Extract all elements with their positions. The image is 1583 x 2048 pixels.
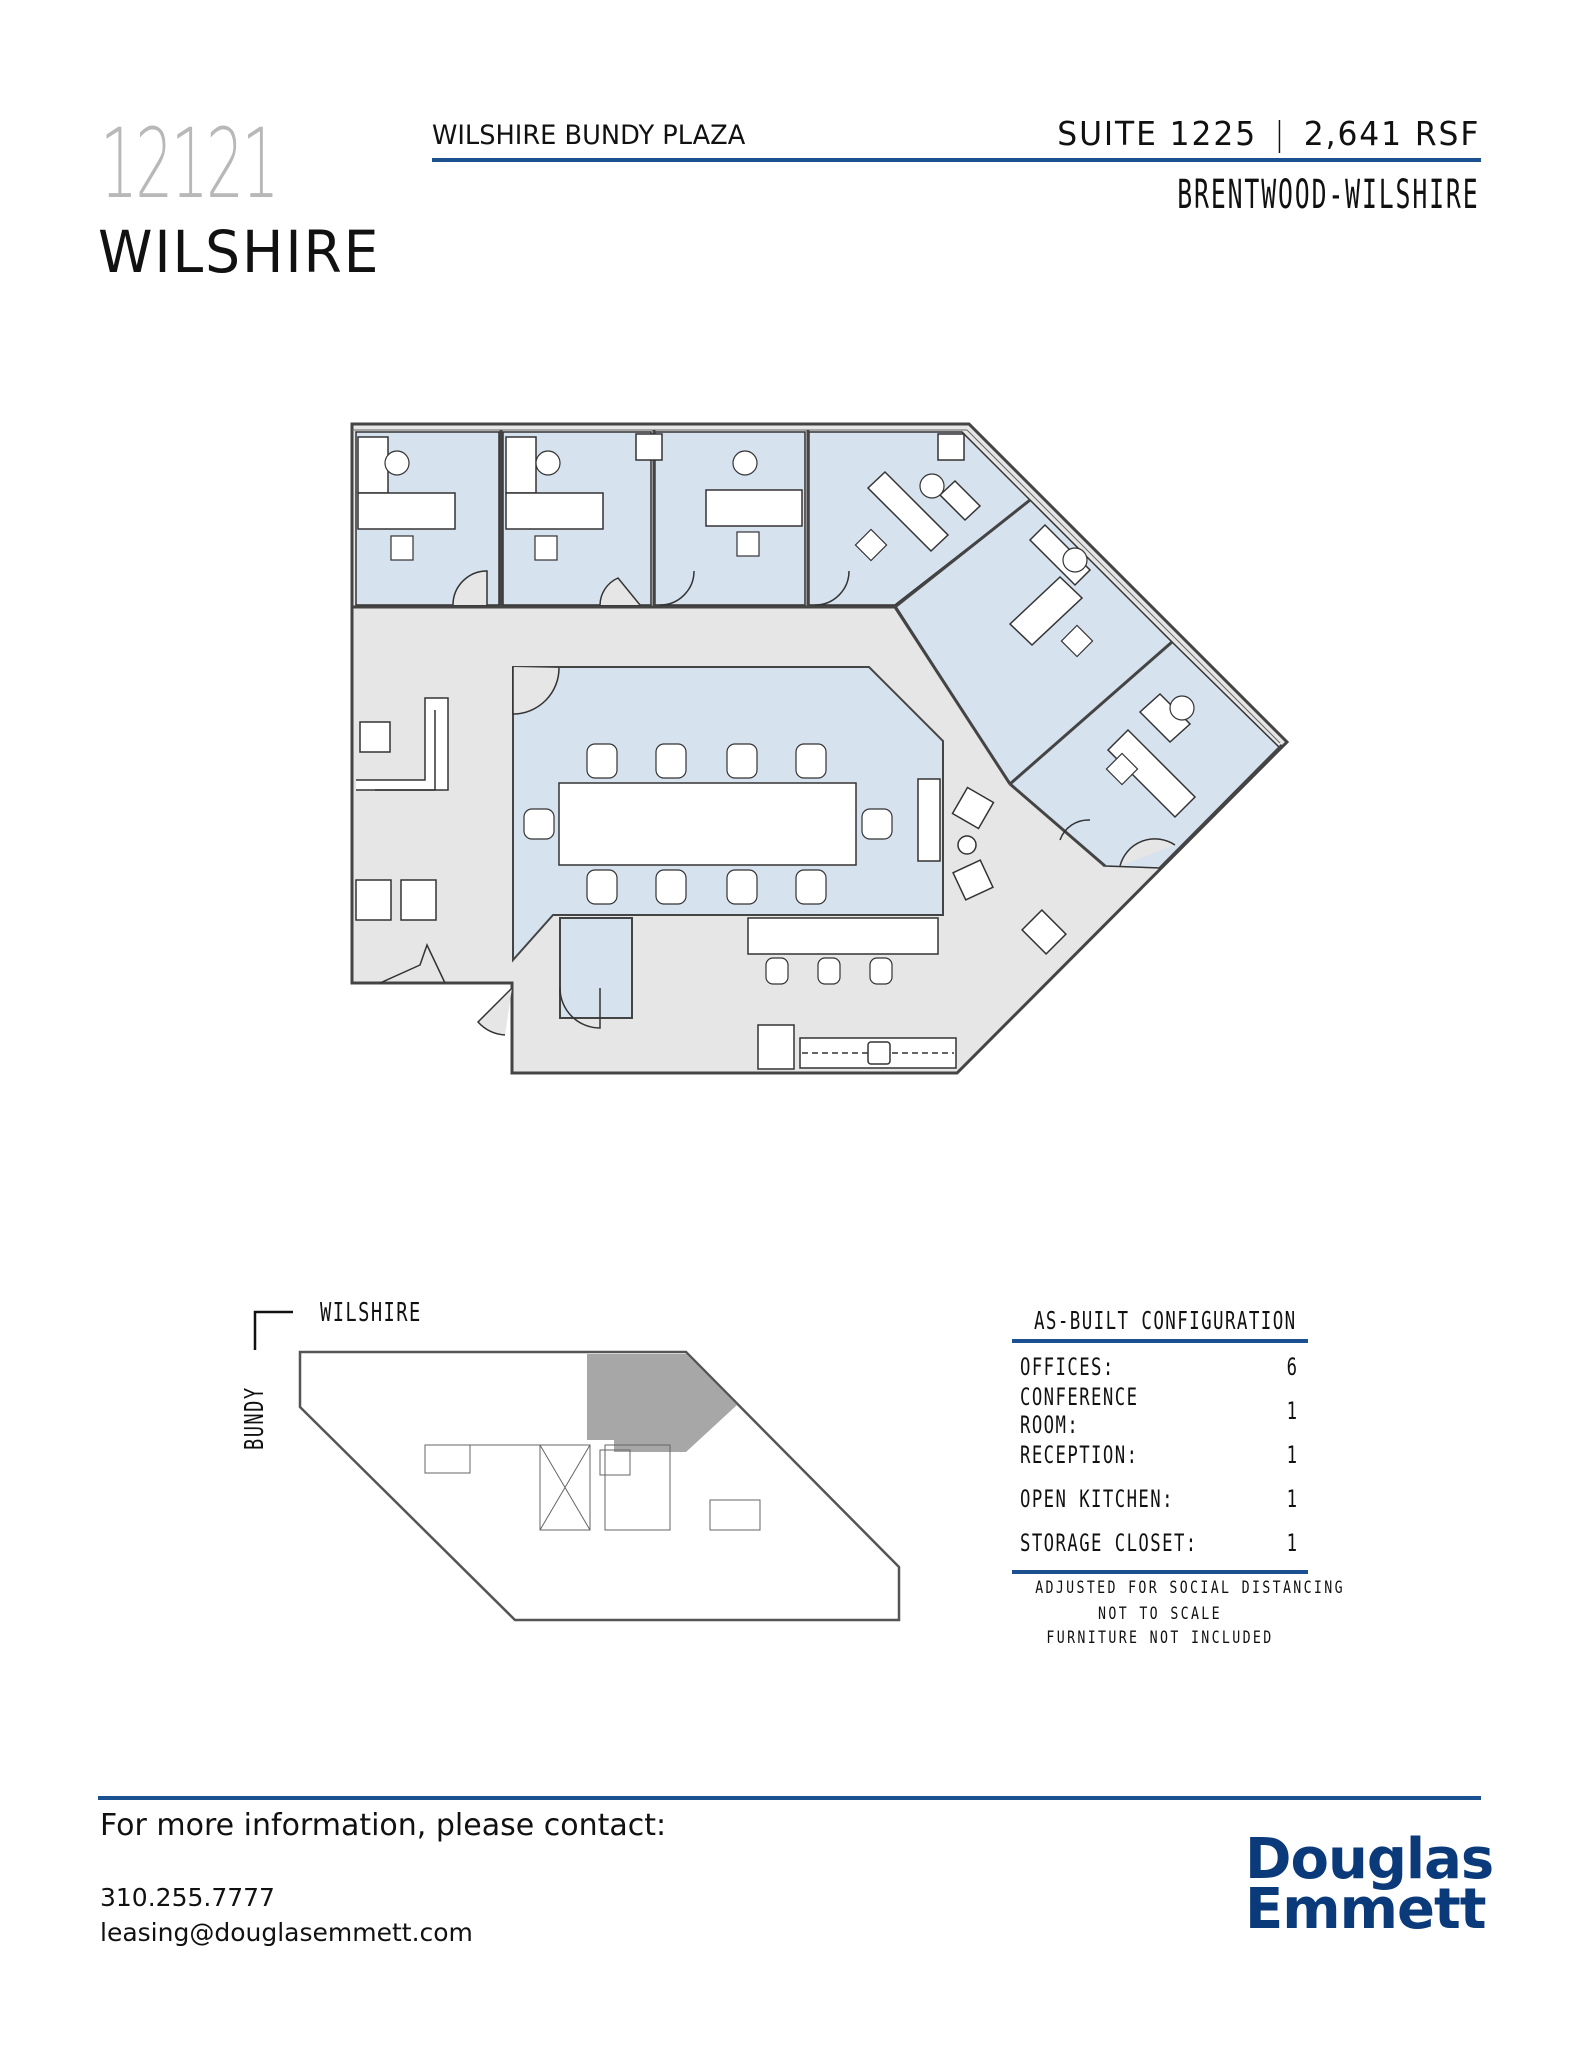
suite-area: 2,641 RSF	[1303, 114, 1480, 153]
douglas-emmett-logo: Douglas Emmett	[1245, 1827, 1494, 1942]
config-label: STORAGE CLOSET:	[1020, 1529, 1198, 1557]
submarket-label: BRENTWOOD-WILSHIRE	[1176, 172, 1479, 218]
conference-chairs	[523, 743, 893, 905]
logo-line-1: Douglas	[1245, 1827, 1494, 1892]
key-plan	[253, 1310, 901, 1622]
config-row-reception: RECEPTION: 1	[1020, 1433, 1298, 1477]
config-note-furniture: FURNITURE NOT INCLUDED	[1046, 1628, 1274, 1648]
config-top-rule	[1012, 1339, 1308, 1343]
config-note-distancing: ADJUSTED FOR SOCIAL DISTANCING	[1035, 1578, 1345, 1598]
header-rule	[432, 158, 1481, 162]
logo-line-2: Emmett	[1245, 1877, 1486, 1942]
config-row-storage: STORAGE CLOSET: 1	[1020, 1521, 1298, 1565]
config-value: 6	[1286, 1353, 1298, 1381]
suite-number: SUITE 1225	[1056, 114, 1257, 153]
config-bottom-rule	[1012, 1570, 1308, 1574]
key-plan-street-left: BUNDY	[240, 1386, 270, 1450]
config-row-conference: CONFERENCE ROOM: 1	[1020, 1383, 1298, 1439]
building-core	[424, 1444, 761, 1531]
config-label: CONFERENCE ROOM:	[1020, 1383, 1139, 1439]
config-label: RECEPTION:	[1020, 1441, 1139, 1469]
building-outline	[298, 1350, 901, 1622]
contact-email[interactable]: leasing@douglasemmett.com	[100, 1918, 473, 1947]
config-row-kitchen: OPEN KITCHEN: 1	[1020, 1477, 1298, 1521]
suite-highlight	[587, 1354, 737, 1452]
config-title: AS-BUILT CONFIGURATION	[1034, 1306, 1297, 1335]
north-corner-bracket	[253, 1310, 293, 1350]
config-value: 1	[1286, 1485, 1298, 1513]
config-label: OPEN KITCHEN:	[1020, 1485, 1174, 1513]
kitchen-bar	[747, 917, 939, 955]
address-number: 12121	[100, 108, 279, 220]
suite-separator: |	[1273, 114, 1287, 153]
config-row-offices: OFFICES: 6	[1020, 1345, 1298, 1389]
config-value: 1	[1286, 1441, 1298, 1469]
conference-table	[558, 782, 857, 866]
config-value: 1	[1286, 1397, 1298, 1425]
key-plan-street-top: WILSHIRE	[320, 1298, 422, 1328]
contact-heading: For more information, please contact:	[100, 1808, 667, 1843]
footer-rule	[98, 1796, 1481, 1800]
contact-phone[interactable]: 310.255.7777	[100, 1883, 275, 1912]
config-value: 1	[1286, 1529, 1298, 1557]
chair-icons	[384, 450, 1195, 786]
config-label: OFFICES:	[1020, 1353, 1115, 1381]
storage-closet	[559, 917, 633, 1019]
suite-info: SUITE 1225 | 2,641 RSF	[1057, 114, 1480, 153]
config-note-scale: NOT TO SCALE	[1098, 1604, 1222, 1624]
building-name: WILSHIRE BUNDY PLAZA	[432, 120, 746, 151]
address-street: WILSHIRE	[98, 218, 381, 286]
